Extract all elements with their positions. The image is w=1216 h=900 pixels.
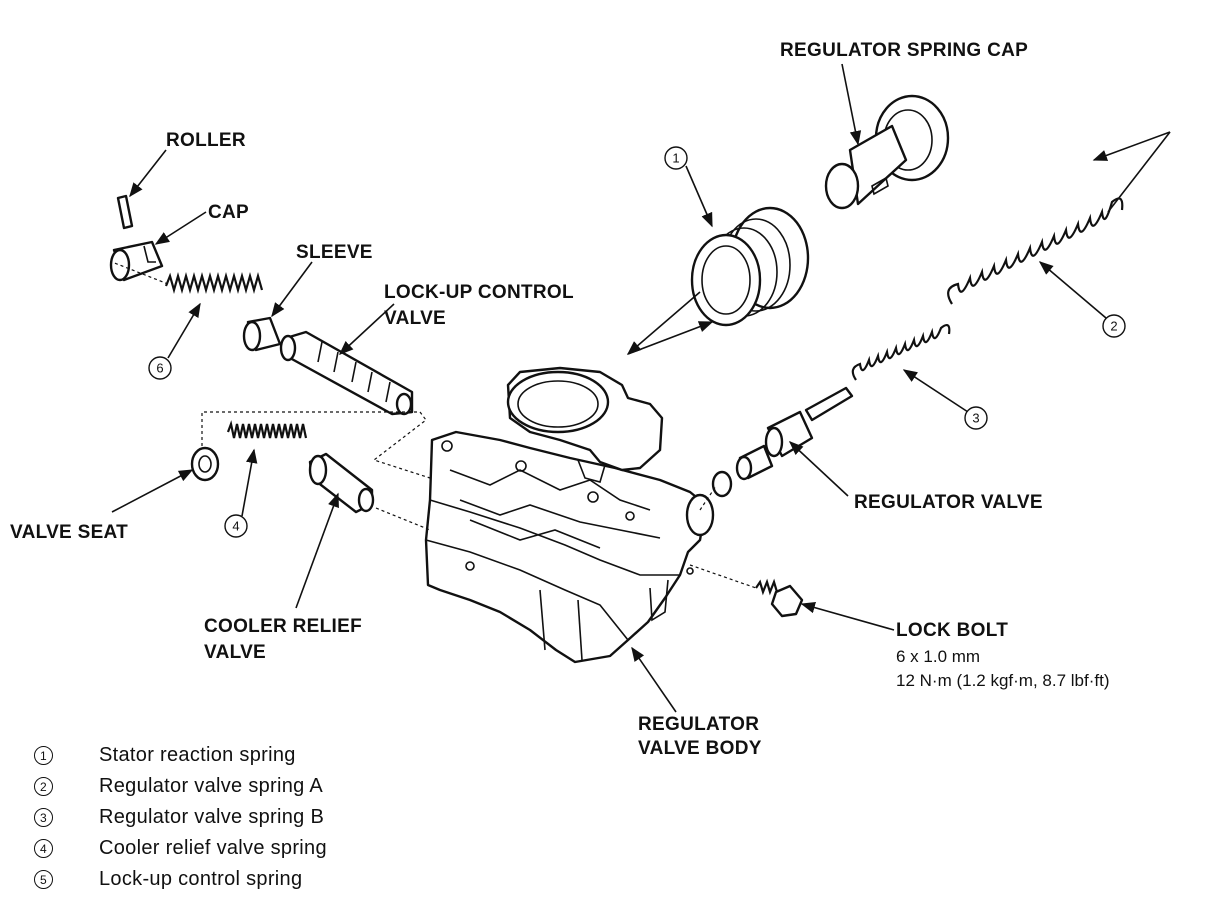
valve-seat bbox=[190, 446, 220, 482]
lock-bolt bbox=[755, 578, 804, 618]
cooler-relief-valve bbox=[308, 452, 375, 514]
label-regulator-spring-cap: REGULATOR SPRING CAP bbox=[780, 40, 1028, 61]
label-regulator-body-line1: REGULATOR bbox=[638, 714, 759, 735]
legend-item: 3 Regulator valve spring B bbox=[34, 802, 327, 833]
regulator-valve-body bbox=[424, 366, 715, 664]
legend-number: 4 bbox=[34, 839, 53, 858]
label-cooler-relief-line1: COOLER RELIEF bbox=[204, 616, 362, 637]
legend-text: Cooler relief valve spring bbox=[99, 837, 327, 859]
label-valve-seat: VALVE SEAT bbox=[10, 522, 128, 543]
svg-text:4: 4 bbox=[232, 518, 239, 533]
legend-item: 1 Stator reaction spring bbox=[34, 740, 327, 771]
regulator-spring-cap bbox=[824, 94, 950, 210]
callout-4: 4 bbox=[224, 514, 248, 538]
callout-6: 6 bbox=[148, 356, 172, 380]
stator-reaction-spring bbox=[690, 206, 810, 327]
svg-text:1: 1 bbox=[672, 150, 679, 165]
svg-text:2: 2 bbox=[1110, 318, 1117, 333]
label-roller: ROLLER bbox=[166, 130, 246, 151]
legend-item: 5 Lock-up control spring bbox=[34, 864, 327, 895]
callout-2: 2 bbox=[1102, 314, 1126, 338]
label-regulator-valve: REGULATOR VALVE bbox=[854, 492, 1043, 513]
legend-text: Stator reaction spring bbox=[99, 744, 296, 766]
regulator-valve bbox=[711, 386, 854, 498]
legend-number: 3 bbox=[34, 808, 53, 827]
label-cooler-relief-line2: VALVE bbox=[204, 642, 266, 663]
legend-item: 2 Regulator valve spring A bbox=[34, 771, 327, 802]
legend-item: 4 Cooler relief valve spring bbox=[34, 833, 327, 864]
legend-text: Regulator valve spring A bbox=[99, 775, 323, 797]
label-lock-bolt-size: 6 x 1.0 mm bbox=[896, 647, 980, 666]
legend-number: 1 bbox=[34, 746, 53, 765]
label-regulator-body-line2: VALVE BODY bbox=[638, 738, 762, 759]
label-cap: CAP bbox=[208, 202, 249, 223]
cooler-relief-valve-spring bbox=[226, 420, 308, 439]
lockup-control-valve bbox=[279, 330, 414, 416]
regulator-valve-spring-b bbox=[851, 324, 951, 381]
legend-text: Regulator valve spring B bbox=[99, 806, 325, 828]
svg-text:3: 3 bbox=[972, 410, 979, 425]
svg-text:6: 6 bbox=[156, 360, 163, 375]
label-lock-bolt-torque: 12 N·m (1.2 kgf·m, 8.7 lbf·ft) bbox=[896, 671, 1110, 690]
lockup-control-spring bbox=[164, 271, 264, 295]
label-lockup-valve-line1: LOCK-UP CONTROL bbox=[384, 282, 574, 303]
callout-1: 1 bbox=[664, 146, 688, 170]
cap bbox=[109, 240, 164, 282]
sleeve bbox=[242, 316, 282, 352]
label-lock-bolt: LOCK BOLT bbox=[896, 620, 1008, 641]
roller bbox=[116, 194, 134, 230]
label-lockup-valve-line2: VALVE bbox=[384, 308, 446, 329]
legend-number: 2 bbox=[34, 777, 53, 796]
label-sleeve: SLEEVE bbox=[296, 242, 373, 263]
callout-3: 3 bbox=[964, 406, 988, 430]
legend-text: Lock-up control spring bbox=[99, 868, 303, 890]
legend-number: 5 bbox=[34, 870, 53, 889]
regulator-valve-spring-a bbox=[947, 197, 1124, 305]
